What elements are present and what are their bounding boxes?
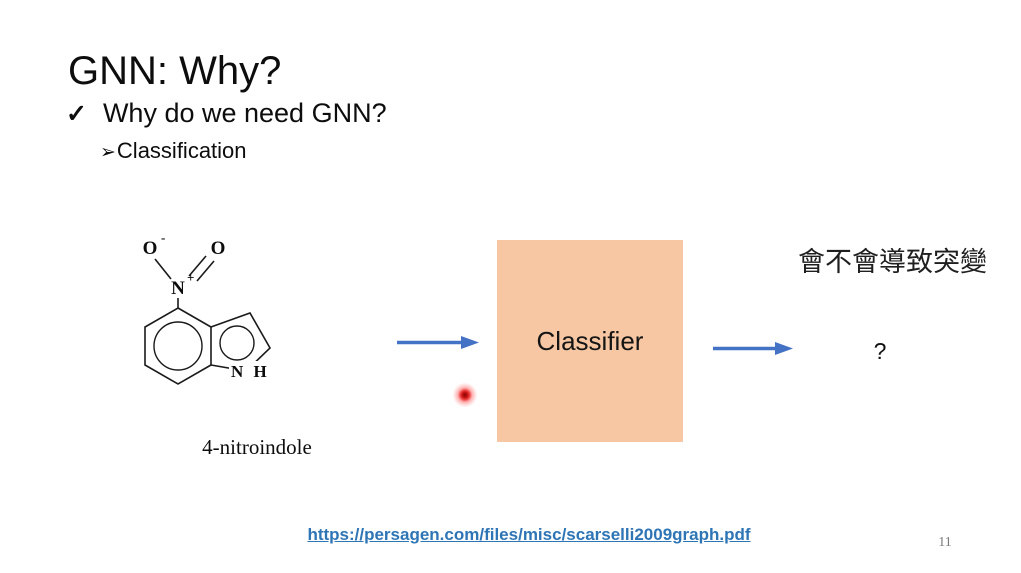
n-plus-atom-label: N [171,278,185,299]
bond-o-minus-to-n [154,258,172,280]
bullet-text: Why do we need GNN? [102,98,387,128]
input-arrow-icon [397,336,479,349]
output-arrow-icon [713,342,793,355]
plus-charge-label: + [187,270,194,285]
question-mark: ? [873,338,887,364]
slide-page-number: 11 [938,535,952,550]
source-url-link[interactable]: https://persagen.com/files/misc/scarsell… [307,525,751,544]
classifier-label: Classifier [536,325,644,356]
molecule-caption: 4-nitroindole [202,435,312,459]
classifier-box: Classifier [497,240,683,442]
o-minus-atom-label: O [143,238,158,259]
o-atom-label: O [211,238,226,259]
cjk-question-text: 會不會導致突變 [798,247,987,277]
nh-atom-label: N H [231,362,270,381]
checkmark-bullet-icon: ✓ [66,100,87,128]
minus-charge-label: - [161,230,165,245]
slide-title: GNN: Why? [68,48,282,93]
double-bond-n-o-line2 [196,260,215,282]
nh-label-backing [229,361,269,380]
benzene-aromatic-circle [153,321,203,371]
double-bond-n-o-line1 [188,255,207,277]
molecule-structure-4-nitroindole: N H O - O N + [143,230,272,385]
pyrrole-aromatic-circle [219,325,255,361]
sub-bullet-text: Classification [116,138,247,163]
arrowhead-bullet-icon: ➢ [100,142,116,163]
bullet-why-gnn: ✓ Why do we need GNN? [66,98,387,129]
laser-pointer-dot [453,383,477,407]
sub-bullet-classification: ➢ Classification [100,138,247,164]
benzene-ring [144,307,212,385]
